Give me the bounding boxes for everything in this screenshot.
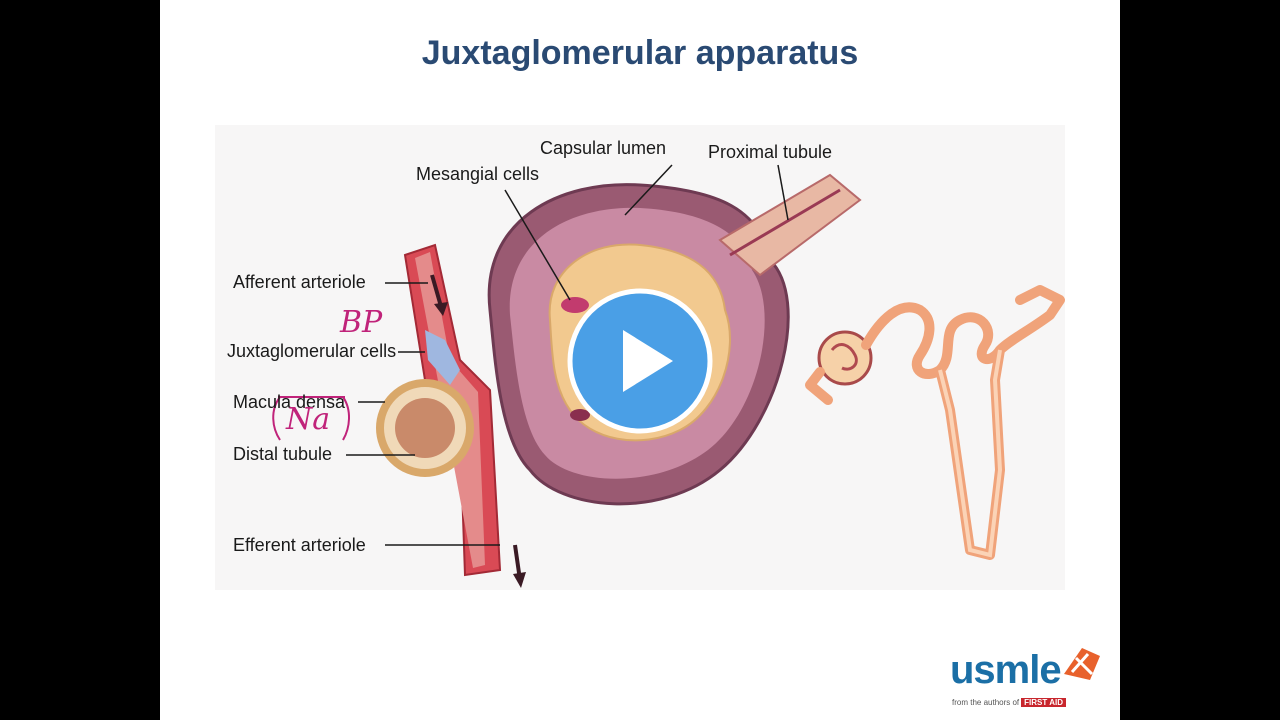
video-play-button[interactable]: [567, 288, 713, 434]
annotation-na: Na: [286, 402, 331, 437]
label-efferent-arteriole: Efferent arteriole: [233, 535, 366, 555]
mesangial-cell: [561, 297, 589, 313]
first-aid-badge: FIRST AID: [1021, 698, 1066, 707]
annotation-bp: BP: [340, 305, 383, 340]
nephron-glomerulus: [817, 330, 873, 386]
label-mesangial-cells: Mesangial cells: [416, 164, 540, 184]
label-proximal-tubule: Proximal tubule: [708, 142, 833, 162]
label-juxtaglomerular-cells: Juxtaglomerular cells: [227, 341, 397, 361]
logo-mark-icon: [1064, 648, 1100, 680]
na-bracket: [272, 396, 350, 441]
label-capsular-lumen: Capsular lumen: [540, 138, 667, 158]
slide-title: Juxtaglomerular apparatus: [421, 34, 859, 72]
label-macula-densa: Macula densa: [233, 392, 346, 412]
juxtaglomerular-cells-shape: [425, 330, 460, 385]
nephron-tubule: [805, 285, 1065, 560]
play-icon: [567, 288, 713, 434]
label-afferent-arteriole: Afferent arteriole: [233, 272, 366, 292]
logo-text: usmle: [950, 648, 1062, 692]
byline-text: from the authors of: [952, 698, 1020, 707]
label-distal-tubule: Distal tubule: [233, 444, 333, 464]
